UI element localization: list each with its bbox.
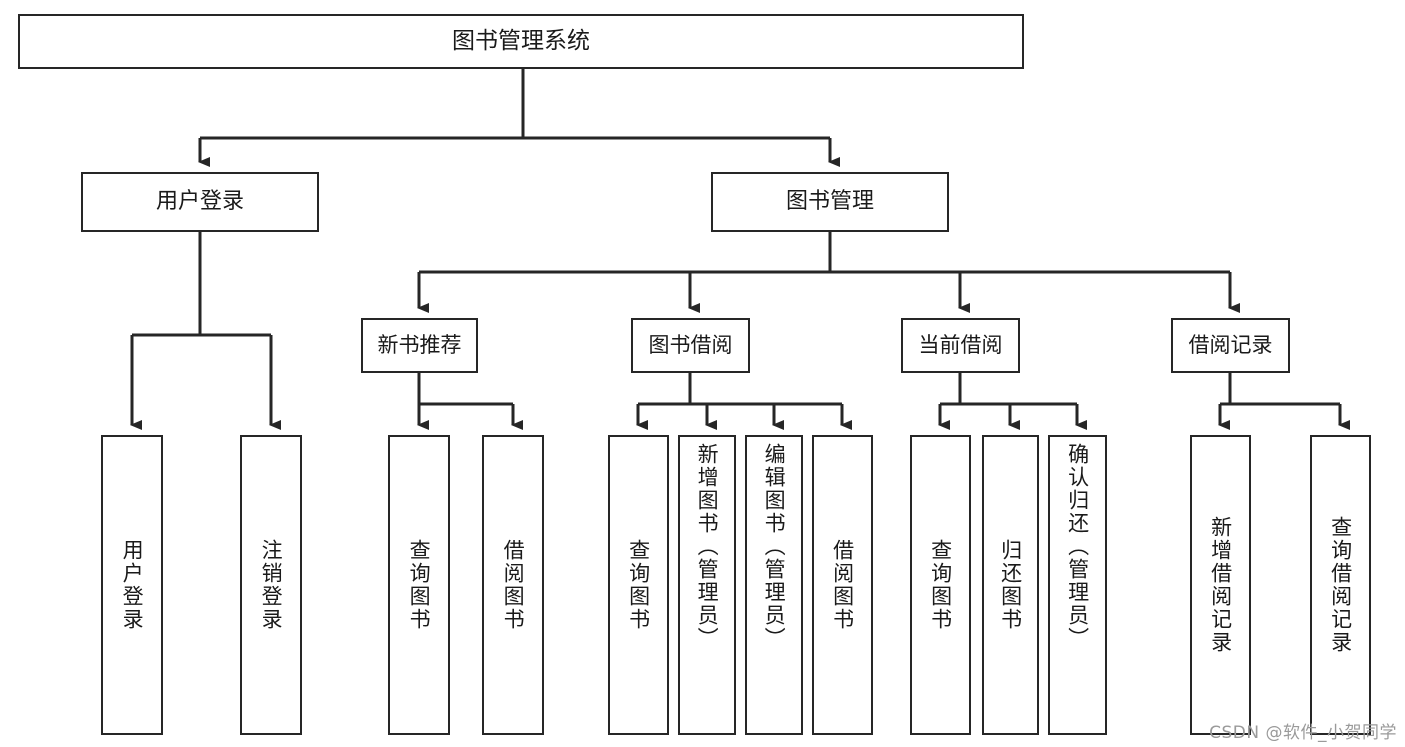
node-label: 归还图书 <box>998 539 1023 631</box>
node-label: 图书管理系统 <box>452 28 590 55</box>
node-new-book-recommendation[interactable]: 新书推荐 <box>361 318 478 373</box>
leaf-user-login[interactable]: 用户登录 <box>101 435 163 735</box>
leaf-logout[interactable]: 注销登录 <box>240 435 302 735</box>
leaf-query-book-recommend[interactable]: 查询图书 <box>388 435 450 735</box>
node-label: 查询图书 <box>407 539 432 631</box>
node-user-login[interactable]: 用户登录 <box>81 172 319 232</box>
leaf-query-book-current[interactable]: 查询图书 <box>910 435 971 735</box>
leaf-confirm-return-admin[interactable]: 确认归还（管理员） <box>1048 435 1107 735</box>
node-label: 确认归还（管理员） <box>1065 443 1090 650</box>
leaf-lend-book[interactable]: 借阅图书 <box>812 435 873 735</box>
leaf-return-book[interactable]: 归还图书 <box>982 435 1039 735</box>
node-label: 查询图书 <box>626 539 651 631</box>
node-label: 新增图书（管理员） <box>695 443 720 650</box>
node-label: 当前借阅 <box>918 333 1003 358</box>
node-label: 图书管理 <box>785 189 874 215</box>
node-current-borrowing[interactable]: 当前借阅 <box>901 318 1020 373</box>
node-label: 借阅图书 <box>501 539 526 631</box>
node-label: 用户登录 <box>155 189 244 215</box>
node-label: 借阅图书 <box>830 539 855 631</box>
node-label: 编辑图书（管理员） <box>762 443 787 650</box>
leaf-add-book-admin[interactable]: 新增图书（管理员） <box>678 435 736 735</box>
node-label: 新书推荐 <box>377 333 462 358</box>
leaf-query-borrow-record[interactable]: 查询借阅记录 <box>1310 435 1371 735</box>
node-label: 注销登录 <box>259 539 284 631</box>
node-book-borrowing[interactable]: 图书借阅 <box>631 318 750 373</box>
node-label: 查询借阅记录 <box>1328 516 1353 654</box>
node-label: 查询图书 <box>928 539 953 631</box>
leaf-query-book-borrowing[interactable]: 查询图书 <box>608 435 669 735</box>
node-borrow-records[interactable]: 借阅记录 <box>1171 318 1290 373</box>
node-root-system[interactable]: 图书管理系统 <box>18 14 1024 69</box>
leaf-borrow-book-recommend[interactable]: 借阅图书 <box>482 435 544 735</box>
node-label: 新增借阅记录 <box>1208 516 1233 654</box>
leaf-add-borrow-record[interactable]: 新增借阅记录 <box>1190 435 1251 735</box>
node-label: 借阅记录 <box>1188 333 1273 358</box>
node-book-management[interactable]: 图书管理 <box>711 172 949 232</box>
csdn-watermark: CSDN @软件_小贺同学 <box>1209 723 1397 743</box>
node-label: 图书借阅 <box>648 333 733 358</box>
leaf-edit-book-admin[interactable]: 编辑图书（管理员） <box>745 435 803 735</box>
node-label: 用户登录 <box>120 539 145 631</box>
